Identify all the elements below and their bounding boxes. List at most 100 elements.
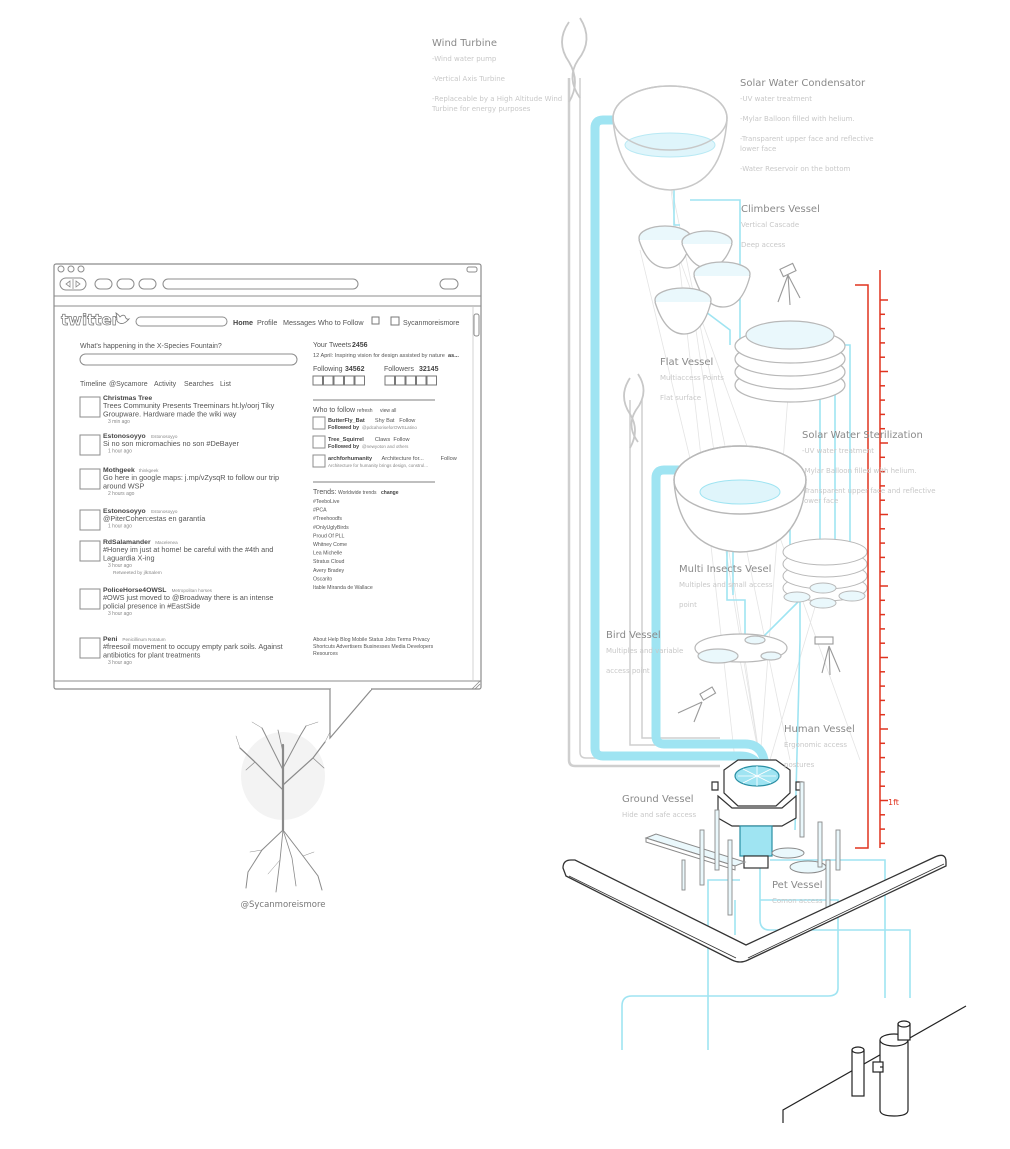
pet-vessel-posts (681, 781, 841, 916)
trend-item[interactable]: Proud Of PLL (313, 533, 345, 539)
bird-vessel (694, 633, 788, 664)
view-all-link[interactable]: view all (380, 408, 396, 414)
nav-who-to-follow[interactable]: Who to Follow (318, 318, 364, 327)
trend-item[interactable]: #TeeboLive (313, 499, 340, 505)
tab-activity[interactable]: Activity (154, 381, 177, 388)
tweet-avatar[interactable] (79, 637, 101, 659)
account-name[interactable]: Sycanmoreismore (403, 320, 460, 327)
suggestion-avatar[interactable] (312, 435, 326, 449)
followers-label[interactable]: Followers (384, 366, 414, 373)
tweet-username[interactable]: PoliceHorse4OWSL (103, 587, 166, 594)
following-label[interactable]: Following (313, 366, 343, 373)
search-bar[interactable] (439, 278, 459, 290)
tweet-handle[interactable]: Estonosoyyo (151, 434, 178, 439)
tab-timeline[interactable]: Timeline (80, 381, 106, 388)
suggestion-follow-button[interactable]: Follow (393, 437, 410, 443)
tweet-handle[interactable]: Metropolitan horses (172, 588, 213, 593)
tab-mentions[interactable]: @Sycamore (109, 381, 148, 388)
followers-avatars[interactable] (384, 375, 437, 386)
tweet-handle[interactable]: Penicillinum Notatum (122, 637, 165, 642)
tweet-avatar[interactable] (79, 396, 101, 418)
nav-messages[interactable]: Messages (283, 318, 316, 327)
tweet-avatar[interactable] (79, 434, 101, 456)
trends-change-link[interactable]: change (381, 490, 399, 496)
account-avatar[interactable] (390, 316, 400, 326)
trend-item[interactable]: Itable Miranda de Wallace (313, 585, 373, 591)
tweet-username[interactable]: Estonosoyyo (103, 508, 146, 515)
resize-grip-icon[interactable] (471, 680, 481, 690)
tweet-text: #Honey im just at home! be careful with … (103, 545, 273, 554)
tweet-username[interactable]: Estonosoyyo (103, 433, 146, 440)
window-close-icon[interactable] (57, 265, 65, 273)
tweet-retweet-note: Retweeted by jlkSalem (113, 570, 162, 576)
nav-profile[interactable]: Profile (257, 318, 277, 327)
scrollbar-thumb[interactable] (473, 313, 480, 337)
footer-line-1[interactable]: About Help Blog Mobile Status Jobs Terms… (313, 637, 430, 643)
toolbar-button-2[interactable] (116, 278, 135, 290)
toolbar-button-3[interactable] (138, 278, 157, 290)
avatar[interactable] (384, 375, 395, 386)
tweet-text: Trees Community Presents Treeminars ht.l… (103, 401, 275, 410)
trend-item[interactable]: Oscarito (313, 576, 332, 582)
trend-item[interactable]: Stratus Cloud (313, 559, 345, 565)
tab-list[interactable]: List (220, 381, 231, 388)
avatar[interactable] (312, 375, 323, 386)
tweet-username[interactable]: Peni (103, 636, 117, 643)
avatar[interactable] (323, 375, 334, 386)
tweet-avatar[interactable] (79, 588, 101, 610)
tweet-handle[interactable]: Estonosoyyo (151, 509, 178, 514)
suggestion-name[interactable]: Tree_Squirrel (328, 437, 364, 443)
twitter-logo[interactable]: twitter (61, 311, 120, 330)
address-bar[interactable] (162, 278, 359, 290)
tweet-avatar[interactable] (79, 468, 101, 490)
avatar[interactable] (395, 375, 406, 386)
suggestion-avatar[interactable] (312, 416, 326, 430)
trend-item[interactable]: Lea Michelle (313, 551, 342, 557)
trend-item[interactable]: Whitney Come (313, 542, 347, 548)
following-avatars[interactable] (312, 375, 365, 386)
scale-label: 1ft (888, 798, 899, 807)
label-insects-title: Multi Insects Vesel (679, 564, 771, 575)
tweet-avatar[interactable] (79, 509, 101, 531)
tweet-username[interactable]: Mothgeek (103, 467, 135, 474)
footer-line-2[interactable]: Shortcuts Advertisers Businesses Media D… (313, 644, 434, 650)
twitter-search-input[interactable] (135, 316, 228, 327)
avatar[interactable] (344, 375, 355, 386)
tweet-username[interactable]: RdSalamander (103, 539, 151, 546)
footer-line-3[interactable]: Resources (313, 651, 338, 657)
label-ground-title: Ground Vessel (622, 794, 694, 805)
suggestion-follow-button[interactable]: Follow (441, 456, 458, 462)
trend-item[interactable]: #PCA (313, 508, 327, 514)
avatar[interactable] (416, 375, 427, 386)
nav-home[interactable]: Home (233, 318, 253, 327)
suggestion-name[interactable]: archforhumanity (328, 456, 373, 462)
compose-input[interactable] (79, 353, 298, 366)
structural-pipes (567, 78, 720, 768)
suggestion-name[interactable]: ButterFly_Bat (328, 418, 365, 424)
avatar[interactable] (426, 375, 437, 386)
window-resize-button[interactable] (466, 266, 478, 273)
latest-tweet-more[interactable]: as... (448, 353, 459, 359)
trend-item[interactable]: #OnlyUglyBirds (313, 525, 349, 531)
window-maximize-icon[interactable] (77, 265, 85, 273)
toolbar-button-1[interactable] (94, 278, 113, 290)
trend-item[interactable]: #Treehoodfs (313, 516, 342, 522)
tweet-username[interactable]: Christmas Tree (103, 395, 152, 402)
suggestion-avatar[interactable] (312, 454, 326, 468)
window-minimize-icon[interactable] (67, 265, 75, 273)
tweet-handle[interactable]: thinkgeek (139, 468, 159, 473)
tree-handle-caption: @Sycanmoreismore (240, 900, 325, 910)
tweet-avatar[interactable] (79, 540, 101, 562)
avatar[interactable] (405, 375, 416, 386)
avatar[interactable] (333, 375, 344, 386)
tweet-handle[interactable]: Macelenea (155, 540, 178, 545)
tweet-text: @PiterCohen:estas en garantía (103, 514, 206, 523)
suggestion-follow-button[interactable]: Follow (399, 418, 416, 424)
avatar[interactable] (354, 375, 365, 386)
latest-tweet[interactable]: 12 April: Inspiring vision for design as… (313, 353, 445, 359)
refresh-link[interactable]: refresh (357, 408, 373, 414)
notification-box[interactable] (371, 316, 380, 325)
trend-item[interactable]: Avery Bradey (313, 568, 344, 574)
tab-searches[interactable]: Searches (184, 381, 214, 388)
